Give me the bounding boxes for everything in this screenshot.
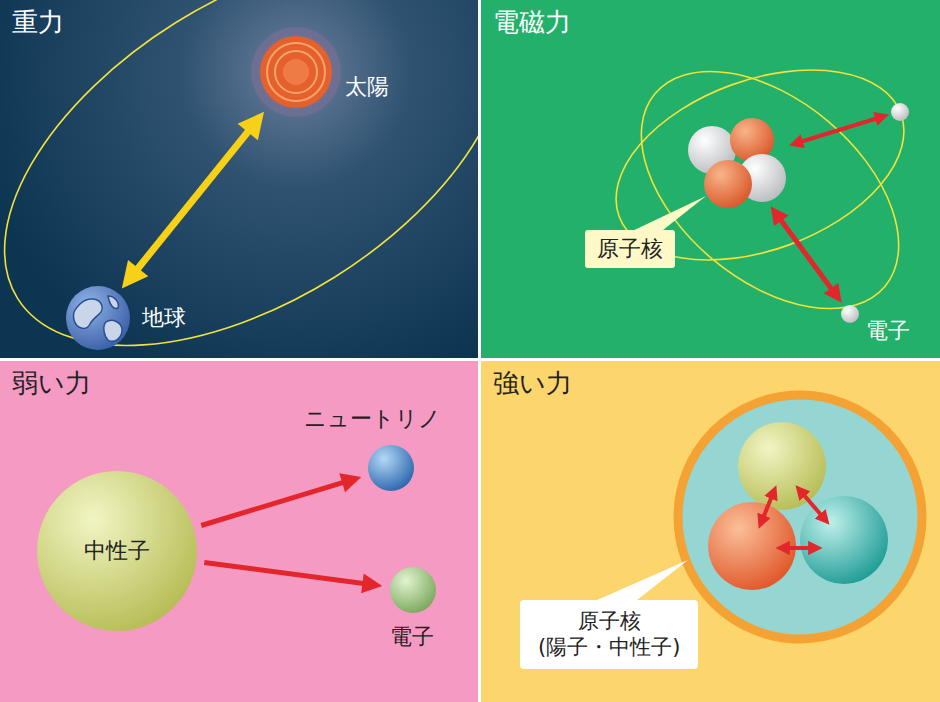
neutron-sphere: 中性子	[37, 471, 197, 631]
sun-body	[251, 27, 341, 117]
arrow-head	[238, 112, 264, 140]
particle-label: 電子	[866, 317, 910, 345]
callout-label: 原子核	[585, 230, 675, 268]
callout-label: 原子核	[578, 608, 641, 634]
atomic-nucleus	[688, 112, 788, 212]
nucleon-sphere	[738, 422, 826, 510]
neutrino-sphere: ニュートリノ	[368, 445, 414, 491]
arrow-shaft	[780, 219, 833, 291]
arrow-head	[361, 573, 382, 593]
force-panel: 重力太陽地球	[0, 0, 478, 358]
weak-panel-ground	[0, 361, 478, 702]
electromagnetic-panel-ground	[481, 0, 940, 358]
force-panel: 強い力原子核(陽子・中性子)	[481, 361, 940, 702]
nucleon-sphere	[800, 496, 888, 584]
force-arrow	[763, 496, 772, 518]
electron-sphere	[841, 305, 859, 323]
electron-sphere: 電子	[841, 305, 859, 323]
atomic-nucleus: 原子核	[688, 112, 788, 212]
particle-label: ニュートリノ	[304, 405, 441, 433]
sun-body: 太陽	[251, 27, 341, 117]
force-panel: 弱い力中性子 ニュートリノ電子	[0, 361, 478, 702]
arrow-head	[339, 473, 361, 492]
particle-label: 電子	[390, 623, 434, 651]
force-arrow	[204, 562, 382, 593]
arrow-shaft	[204, 562, 365, 583]
force-arrow	[803, 494, 822, 516]
callout-label: (陽子・中性子)	[538, 634, 680, 660]
earth-body: 地球	[66, 286, 130, 350]
strong-panel-ground	[481, 361, 940, 702]
body-label: 太陽	[345, 73, 389, 101]
nucleon-sphere	[708, 502, 796, 590]
arrow-shaft	[201, 482, 345, 526]
arrow-head	[122, 260, 148, 288]
panel-heading: 重力	[12, 6, 64, 39]
force-arrow	[201, 473, 361, 525]
arrow-shaft	[136, 129, 250, 271]
force-arrow	[800, 118, 878, 142]
neutrino-sphere	[368, 445, 414, 491]
callout-pointer	[626, 196, 706, 234]
particle-label: 中性子	[84, 537, 150, 565]
electron-orbit	[597, 25, 940, 356]
force-arrow	[787, 546, 811, 550]
panel-heading: 電磁力	[493, 6, 571, 39]
force-arrow	[122, 112, 264, 289]
callout-pointer	[588, 560, 688, 604]
gravity-panel-ground	[0, 0, 478, 358]
body-label: 地球	[142, 304, 186, 332]
force-arrow	[771, 206, 842, 302]
nucleus-boundary	[678, 395, 922, 639]
panel-heading: 弱い力	[12, 367, 91, 400]
force-panel: 電磁力原子核電子	[481, 0, 940, 358]
electron-sphere: 電子	[390, 567, 436, 613]
earth-orbit	[0, 0, 478, 358]
electron-sphere	[891, 103, 909, 121]
callout-box: 原子核(陽子・中性子)	[520, 600, 698, 669]
earth-body	[66, 286, 130, 350]
electron-sphere	[390, 567, 436, 613]
arrow-head	[771, 206, 789, 226]
arrow-head	[824, 283, 842, 303]
panel-heading: 強い力	[493, 367, 572, 400]
